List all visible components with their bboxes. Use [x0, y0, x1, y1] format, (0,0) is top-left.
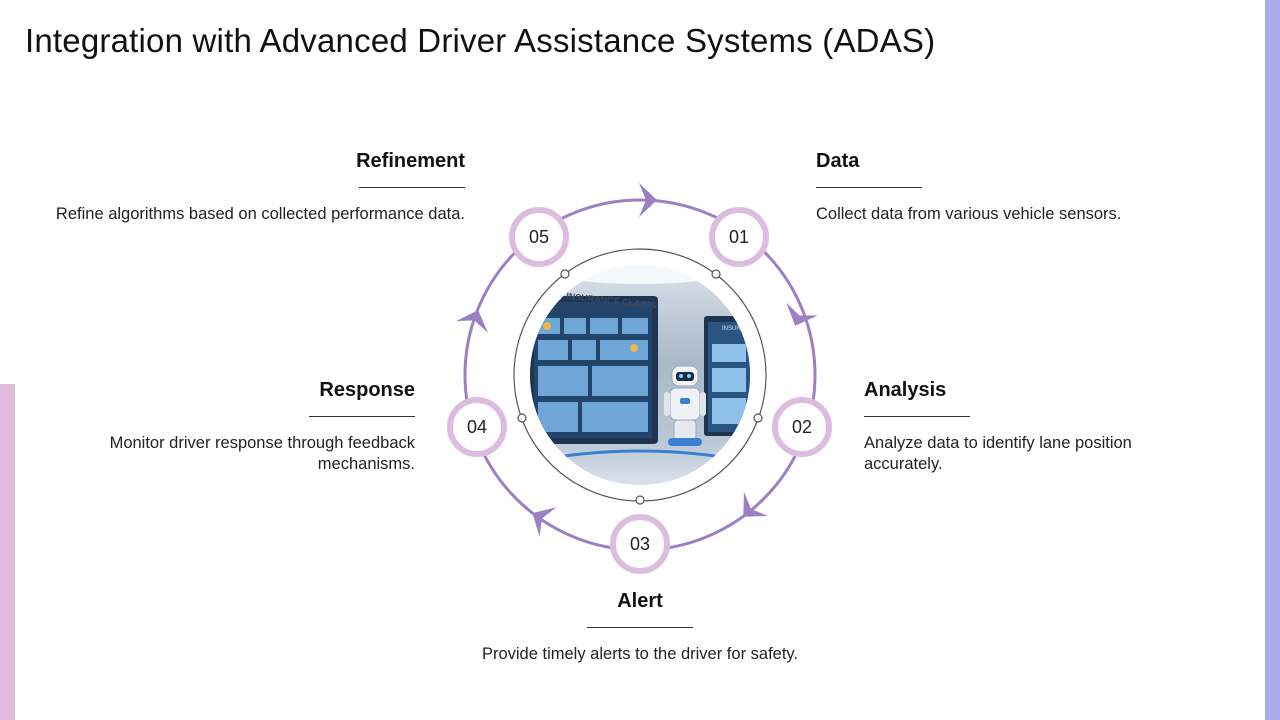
- node-number: 05: [529, 227, 549, 247]
- left-accent-bar: [0, 384, 15, 720]
- step-description: Collect data from various vehicle sensor…: [816, 205, 1122, 223]
- title-underline: [309, 416, 415, 417]
- screen-text: INSUR: [722, 326, 741, 332]
- step-title: Refinement: [356, 150, 465, 172]
- node-01: 01: [709, 207, 769, 267]
- title-underline: [359, 187, 465, 188]
- step-description: Analyze data to identify lane position a…: [864, 434, 1132, 473]
- step-data: Data Collect data from various vehicle s…: [816, 150, 1236, 225]
- right-accent-bar: [1265, 0, 1280, 720]
- node-04: 04: [447, 397, 507, 457]
- arrow-icon: [532, 507, 557, 537]
- title-underline: [587, 627, 693, 628]
- inner-ring-dots: [517, 269, 763, 505]
- step-analysis: Analysis Analyze data to identify lane p…: [864, 379, 1194, 475]
- step-title: Analysis: [864, 379, 947, 401]
- node-05: 05: [509, 207, 569, 267]
- title-underline: [816, 187, 922, 188]
- node-number: 01: [729, 227, 749, 247]
- cycle-arrows: [456, 183, 818, 537]
- node-03: 03: [610, 514, 670, 574]
- step-description: Monitor driver response through feedback…: [109, 434, 415, 473]
- arrow-icon: [743, 491, 769, 517]
- node-number: 02: [792, 417, 812, 437]
- step-title: Response: [319, 379, 415, 401]
- step-title: Alert: [617, 590, 663, 612]
- arrow-icon: [456, 310, 488, 333]
- title-underline: [864, 416, 970, 417]
- step-refinement: Refinement Refine algorithms based on co…: [25, 150, 465, 225]
- step-alert: Alert Provide timely alerts to the drive…: [420, 590, 860, 665]
- arrow-icon: [639, 183, 657, 217]
- step-description: Provide timely alerts to the driver for …: [481, 645, 799, 663]
- step-description: Refine algorithms based on collected per…: [55, 205, 465, 223]
- step-response: Response Monitor driver response through…: [45, 379, 415, 475]
- robot-icon: [664, 365, 706, 446]
- step-title: Data: [816, 150, 860, 172]
- node-02: 02: [772, 397, 832, 457]
- node-number: 03: [630, 534, 650, 554]
- arrow-icon: [786, 302, 818, 326]
- node-number: 04: [467, 417, 487, 437]
- slide-title: Integration with Advanced Driver Assista…: [25, 22, 936, 59]
- center-illustration: INSURANCE CLAIMS INSUR: [530, 265, 750, 485]
